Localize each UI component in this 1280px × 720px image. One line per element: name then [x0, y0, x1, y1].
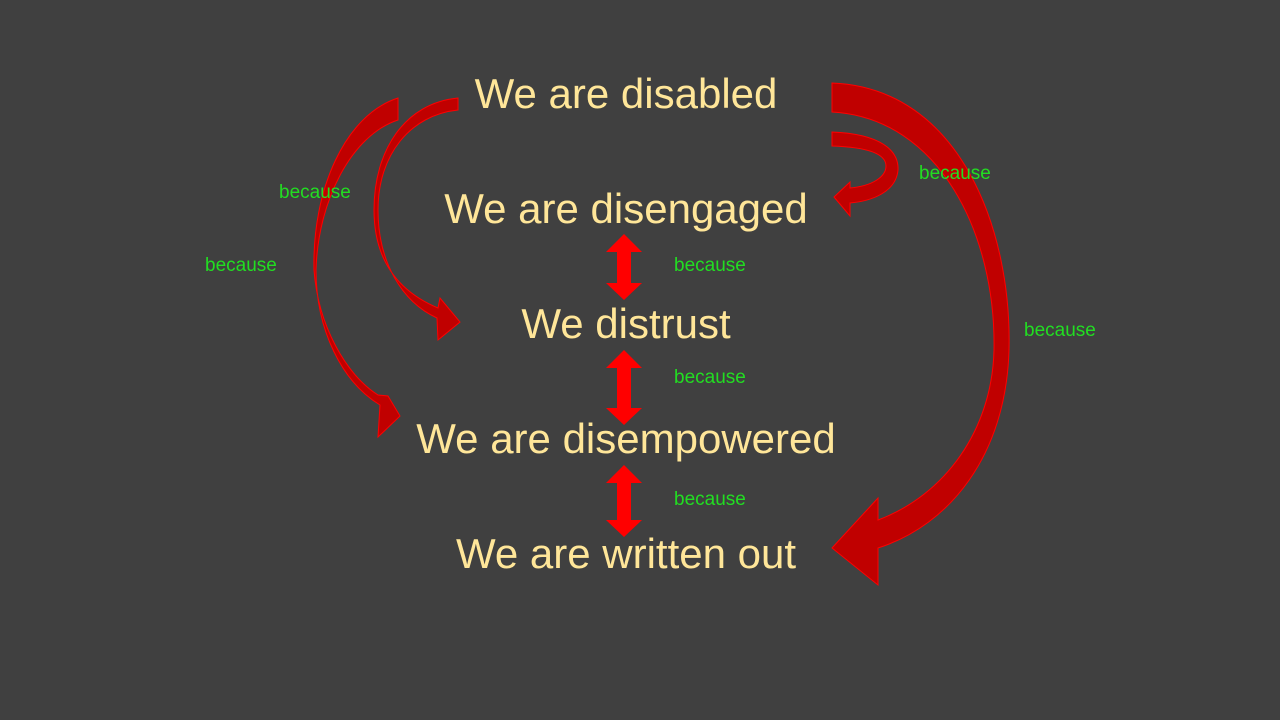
statement-disengaged: We are disengaged [444, 185, 808, 232]
double-arrow-distrust-disempowered [606, 350, 642, 425]
double-arrows [606, 234, 642, 537]
double-arrow-disempowered-written-out [606, 465, 642, 537]
curved-arrow-disabled-to-distrust [373, 97, 461, 342]
statement-distrust: We distrust [521, 300, 731, 347]
because-label: because [279, 182, 351, 203]
because-label: because [674, 255, 746, 276]
statement-written-out: We are written out [455, 530, 797, 577]
because-label: because [205, 255, 277, 276]
double-arrow-disengaged-distrust [606, 234, 642, 300]
because-label: because [1024, 320, 1096, 341]
because-label: because [674, 489, 746, 510]
statement-disempowered: We are disempowered [416, 415, 836, 462]
curved-arrow-disabled-to-written-out [831, 82, 1010, 587]
curved-arrow-disabled-to-disempowered [313, 97, 401, 439]
because-label: because [674, 367, 746, 388]
statement-disabled: We are disabled [474, 70, 778, 117]
curved-arrow-disabled-to-disengaged [831, 131, 899, 218]
because-label: because [919, 163, 991, 184]
